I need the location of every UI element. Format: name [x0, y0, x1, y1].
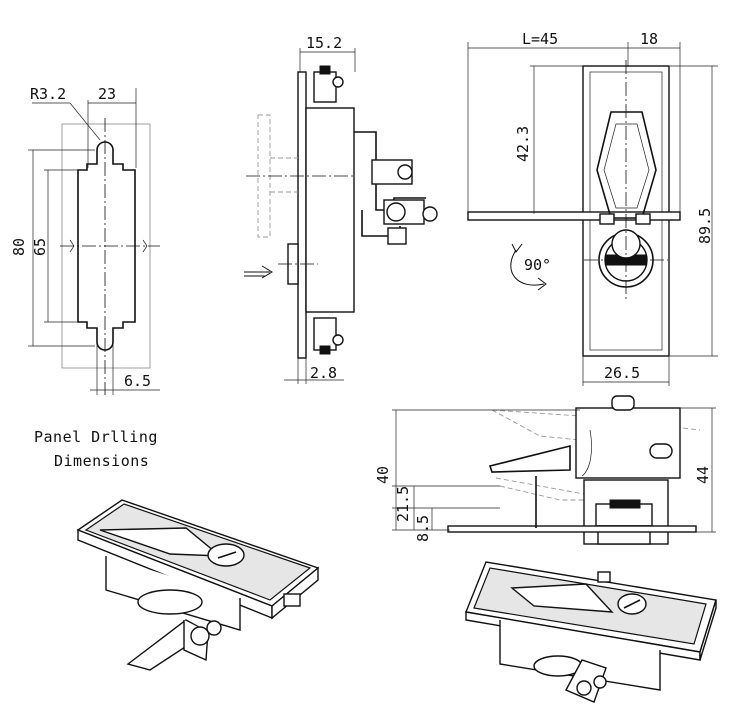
dim-cam-height-c: 8.5 — [414, 515, 432, 542]
dim-cam-height-b: 21.5 — [394, 486, 412, 522]
dim-cam-height-a: 40 — [374, 466, 392, 484]
side-view: 15.2 2.8 — [244, 34, 438, 384]
dim-pivot-height: 42.3 — [514, 126, 532, 162]
cam-side-view: 40 21.5 8.5 44 — [374, 395, 716, 545]
front-view: L=45 18 42.3 89.5 26.5 — [467, 30, 718, 386]
dim-cutout-width: 23 — [98, 85, 116, 103]
dim-side-depth: 15.2 — [306, 34, 342, 52]
dim-radius: R3.2 — [30, 85, 66, 103]
rotation-label: 90° — [524, 256, 551, 274]
dim-cutout-height-total: 80 — [10, 238, 28, 256]
dim-body-height: 89.5 — [696, 208, 714, 244]
isometric-view-open — [465, 561, 717, 703]
panel-cutout-view: R3.2 23 80 65 6.5 — [10, 85, 160, 395]
dim-cutout-height-slot: 65 — [31, 238, 49, 256]
panel-drilling-caption: Panel Drlling Dimensions — [34, 428, 158, 470]
caption-line-2: Dimensions — [54, 452, 149, 470]
dim-cam-height-total: 44 — [694, 466, 712, 484]
dim-side-plate: 2.8 — [310, 364, 337, 382]
dim-cutout-thickness: 6.5 — [124, 372, 151, 390]
dim-handle-length: L=45 — [522, 30, 558, 48]
isometric-view-closed — [76, 499, 320, 671]
dim-body-width: 26.5 — [604, 364, 640, 382]
dim-handle-offset: 18 — [640, 30, 658, 48]
caption-line-1: Panel Drlling — [34, 428, 158, 446]
